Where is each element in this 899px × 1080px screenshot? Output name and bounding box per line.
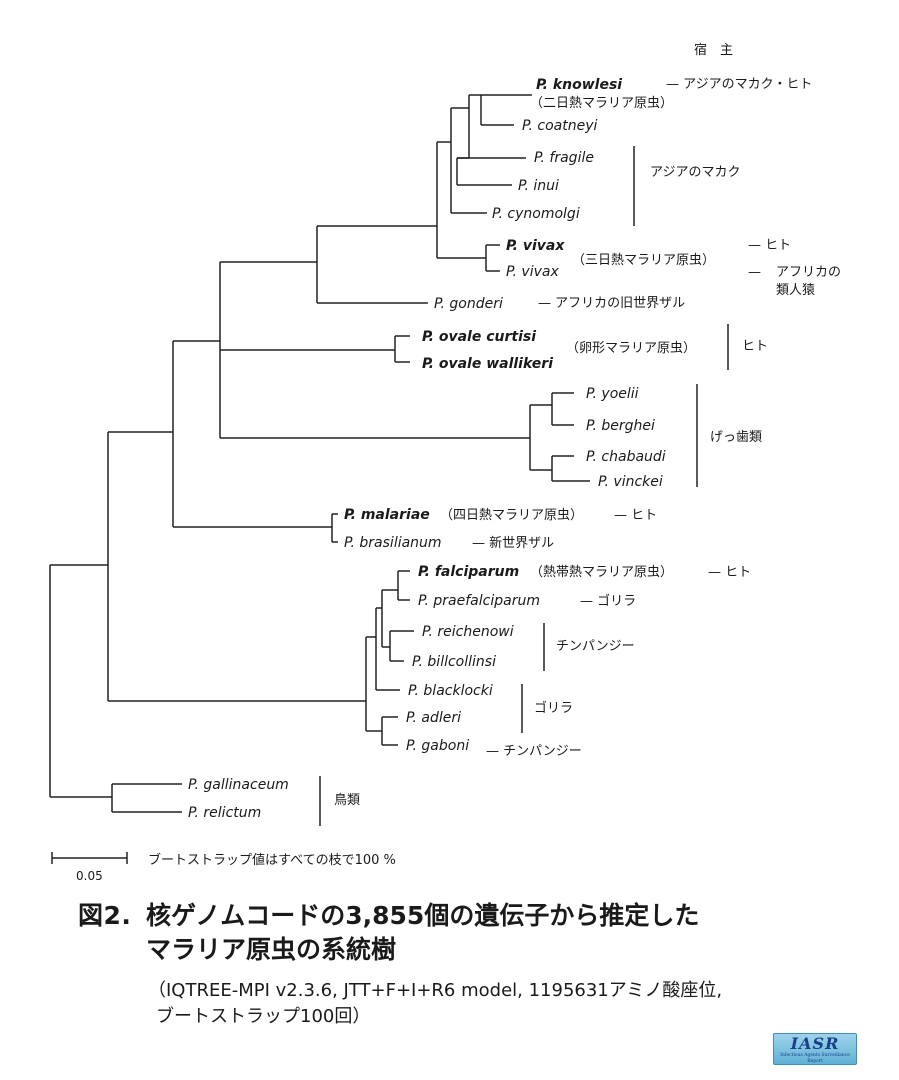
figure-title-line1: 核ゲノムコードの3,855個の遺伝子から推定した <box>146 901 700 930</box>
gorilla-label: ゴリラ <box>534 700 573 716</box>
species-gallinaceum: P. gallinaceum <box>188 777 289 793</box>
species-blacklocki: P. blacklocki <box>408 683 493 699</box>
species-vinckei: P. vinckei <box>598 474 663 490</box>
species-vivax-human: P. vivax <box>506 238 565 254</box>
species-coatneyi: P. coatneyi <box>522 118 598 134</box>
vivax-host-human: — ヒト <box>748 238 791 253</box>
logo-text: IASR <box>790 1034 840 1053</box>
species-relictum: P. relictum <box>188 805 261 821</box>
knowlesi-common-name: （二日熱マラリア原虫） <box>530 96 673 111</box>
species-praefalciparum: P. praefalciparum <box>418 593 540 609</box>
species-yoelii: P. yoelii <box>586 386 639 402</box>
phylogenetic-tree: 宿 主 P. knowlesi P. coatneyi P. fragile P… <box>49 42 841 883</box>
species-reichenowi: P. reichenowi <box>422 624 514 640</box>
vivax-common-name: （三日熱マラリア原虫） <box>572 253 715 268</box>
host-header: 宿 主 <box>694 42 733 58</box>
species-inui: P. inui <box>518 178 559 194</box>
bootstrap-note: ブートストラップ値はすべての枝で100 % <box>148 852 396 868</box>
ovale-host: ヒト <box>742 339 768 354</box>
chimpanzee-label: チンパンジー <box>556 639 635 654</box>
gonderi-host: — アフリカの旧世界ザル <box>538 296 685 311</box>
species-ovale-curtisi: P. ovale curtisi <box>422 329 536 345</box>
brasilianum-host: — 新世界ザル <box>472 535 554 551</box>
malariae-host: — ヒト <box>614 508 657 523</box>
species-gonderi: P. gonderi <box>434 296 503 312</box>
iasr-logo: IASR Infectious Agents Surveillance Repo… <box>773 1033 857 1065</box>
method-note-line2: ブートストラップ100回） <box>156 1006 371 1027</box>
malariae-common-name: （四日熱マラリア原虫） <box>440 508 583 523</box>
praefalciparum-host: — ゴリラ <box>580 593 636 609</box>
vivax-host-ape-dash: — <box>748 265 761 280</box>
species-cynomolgi: P. cynomolgi <box>492 206 580 222</box>
species-gaboni: P. gaboni <box>406 738 469 754</box>
birds-label: 鳥類 <box>334 793 360 808</box>
species-fragile: P. fragile <box>534 150 594 166</box>
falciparum-common-name: （熱帯熱マラリア原虫） <box>530 565 673 580</box>
ovale-common-name: （卵形マラリア原虫） <box>566 341 696 356</box>
species-berghei: P. berghei <box>586 418 655 434</box>
knowlesi-host: — アジアのマカク・ヒト <box>666 77 812 92</box>
species-ovale-wallikeri: P. ovale wallikeri <box>422 356 553 372</box>
species-brasilianum: P. brasilianum <box>344 535 442 551</box>
species-adleri: P. adleri <box>406 710 461 726</box>
method-note-line1: （IQTREE-MPI v2.3.6, JTT+F+I+R6 model, 11… <box>148 980 723 1001</box>
rodent-label: げっ歯類 <box>710 430 762 445</box>
species-vivax-ape: P. vivax <box>506 264 559 280</box>
logo-subtext: Infectious Agents Surveillance Report <box>780 1053 850 1064</box>
species-chabaudi: P. chabaudi <box>586 449 666 465</box>
figure-title-line2: マラリア原虫の系統樹 <box>146 935 397 964</box>
scale-bar-label: 0.05 <box>76 869 103 883</box>
species-knowlesi: P. knowlesi <box>536 77 622 93</box>
vivax-host-ape-line2: 類人猿 <box>776 283 815 298</box>
species-falciparum: P. falciparum <box>418 564 519 580</box>
falciparum-host: — ヒト <box>708 565 751 580</box>
asian-macaque-label: アジアのマカク <box>650 165 740 180</box>
gaboni-host: — チンパンジー <box>486 744 582 759</box>
vivax-host-ape-line1: アフリカの <box>776 265 841 280</box>
species-billcollinsi: P. billcollinsi <box>412 654 496 670</box>
species-malariae: P. malariae <box>344 507 430 523</box>
figure-number: 図2. <box>78 901 132 930</box>
